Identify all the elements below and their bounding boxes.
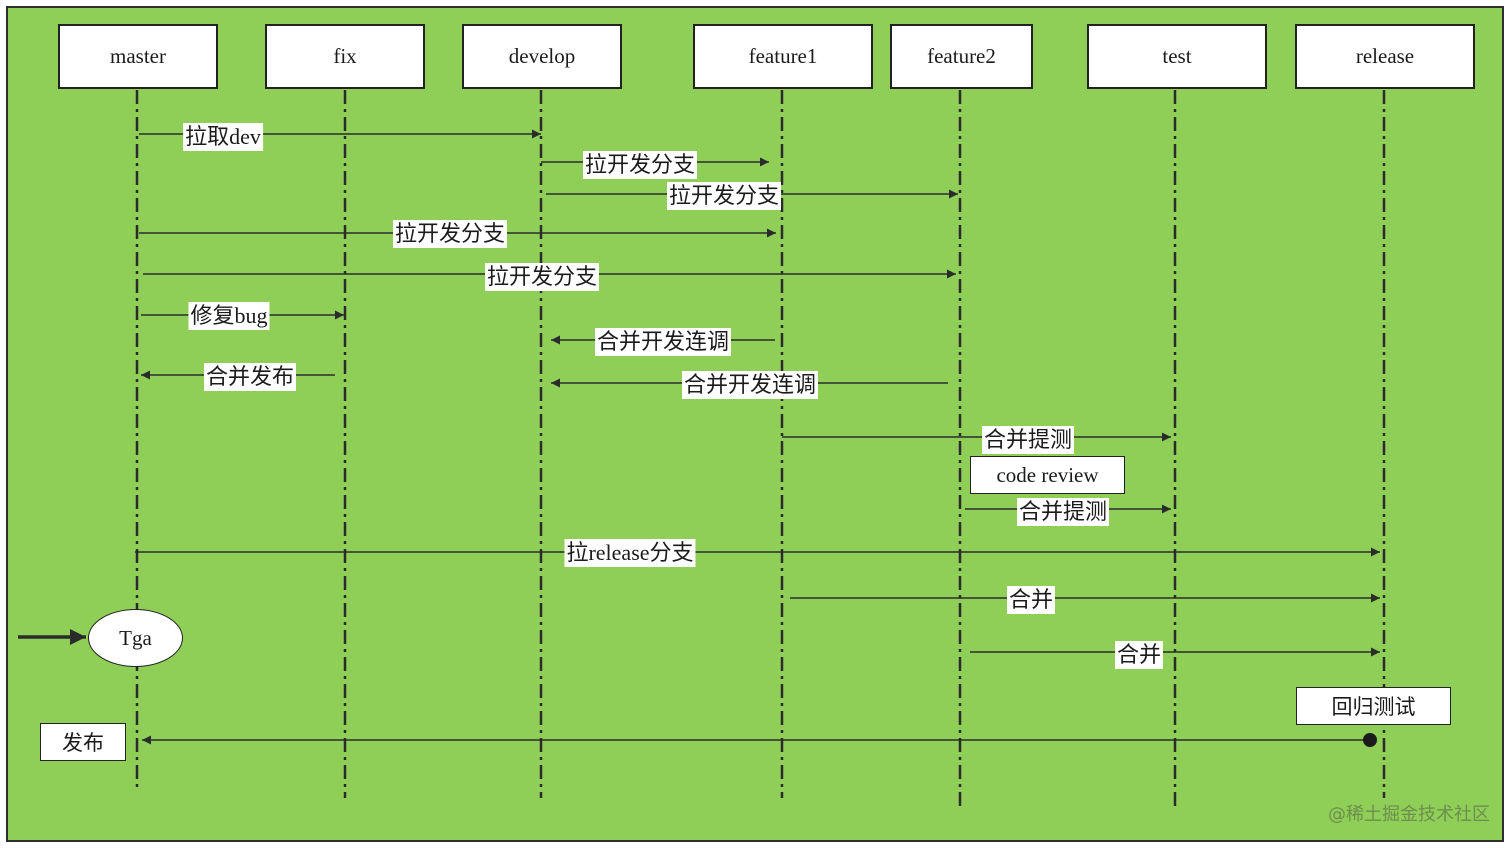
lifelines [135,90,1386,808]
message-label: 合并开发连调 [594,328,732,356]
lane-header-develop: develop [462,24,622,89]
message-label: 合并提测 [981,426,1075,454]
lane-header-feature2: feature2 [890,24,1033,89]
message-label: 合并发布 [203,363,297,391]
code-review-note: code review [970,456,1125,494]
message-label: 拉release分支 [564,539,696,567]
message-label: 拉开发分支 [484,263,600,291]
lane-header-fix: fix [265,24,425,89]
lane-header-test: test [1087,24,1267,89]
lane-header-feature1: feature1 [693,24,873,89]
message-label: 合并 [1006,586,1056,614]
regression-test-note: 回归测试 [1296,687,1451,725]
watermark: @稀土掘金技术社区 [1328,804,1490,825]
message-label: 合并 [1114,641,1164,669]
tag-ellipse: Tga [88,609,183,667]
message-label: 拉开发分支 [392,220,508,248]
message-label: 合并提测 [1016,498,1110,526]
message-start-dot [1363,733,1377,747]
message-label: 修复bug [188,302,270,330]
publish-note: 发布 [40,723,126,761]
lane-header-release: release [1295,24,1475,89]
message-label: 拉取dev [183,123,263,151]
message-label: 合并开发连调 [681,371,819,399]
message-label: 拉开发分支 [582,151,698,179]
lane-header-master: master [58,24,218,89]
message-arrows [135,129,1380,747]
message-label: 拉开发分支 [666,182,782,210]
